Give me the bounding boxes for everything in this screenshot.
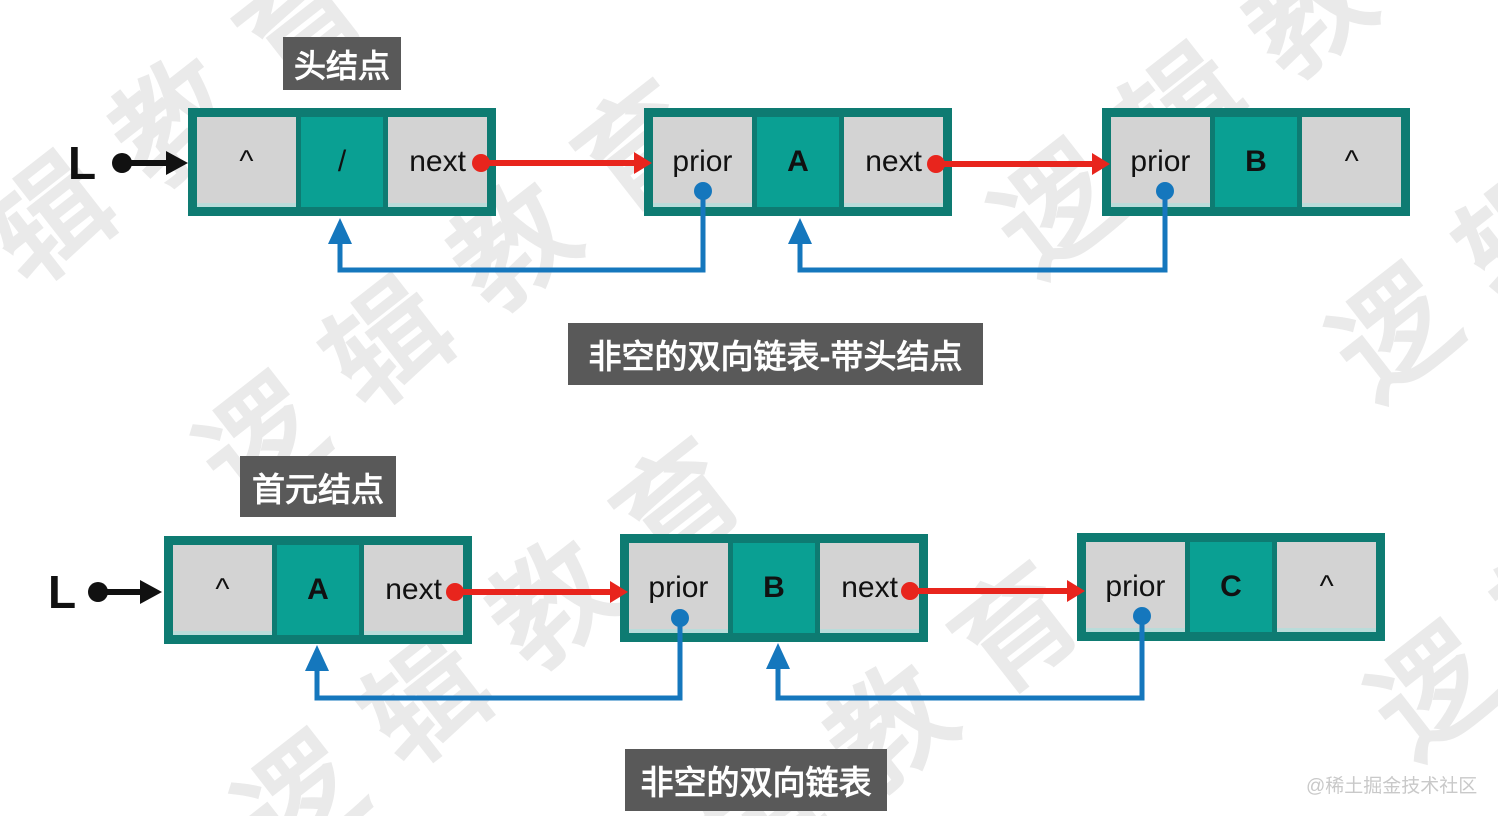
prior-null-cell: ^ bbox=[197, 117, 296, 207]
first-element-label: 首元结点 bbox=[240, 456, 396, 517]
caption-bottom: 非空的双向链表 bbox=[625, 749, 887, 811]
prior-pointer-cell: prior bbox=[1086, 542, 1185, 632]
data-cell-b: B bbox=[1214, 117, 1298, 207]
caption-top: 非空的双向链表-带头结点 bbox=[568, 323, 983, 385]
node-b: prior B ^ bbox=[1102, 108, 1410, 216]
data-cell-a: A bbox=[756, 117, 840, 207]
prior-null-cell: ^ bbox=[173, 545, 272, 635]
list-pointer-arrow-bottom bbox=[88, 580, 162, 604]
next-arrow-head-to-a bbox=[472, 152, 652, 174]
next-arrow-a-to-b bbox=[927, 153, 1110, 175]
prior-pointer-cell: prior bbox=[629, 543, 728, 633]
data-cell-b: B bbox=[732, 543, 816, 633]
head-node: ^ / next bbox=[188, 108, 496, 216]
next-pointer-cell: next bbox=[364, 545, 464, 635]
next-pointer-cell: next bbox=[820, 543, 920, 633]
next-arrow-a2-to-b2 bbox=[446, 581, 628, 603]
node-a: prior A next bbox=[644, 108, 952, 216]
list-pointer-arrow-top bbox=[112, 151, 188, 175]
next-pointer-cell: next bbox=[844, 117, 944, 207]
next-arrow-b2-to-c2 bbox=[901, 580, 1085, 602]
prior-pointer-cell: prior bbox=[1111, 117, 1210, 207]
node-a2: ^ A next bbox=[164, 536, 472, 644]
list-pointer-label-bottom: L bbox=[48, 566, 77, 618]
data-cell-empty: / bbox=[300, 117, 384, 207]
list-pointer-label-top: L bbox=[68, 137, 97, 189]
data-cell-c: C bbox=[1189, 542, 1273, 632]
next-null-cell: ^ bbox=[1277, 542, 1377, 632]
next-pointer-cell: next bbox=[388, 117, 488, 207]
community-credit: @稀土掘金技术社区 bbox=[1306, 776, 1478, 797]
head-node-label: 头结点 bbox=[283, 37, 401, 90]
node-b2: prior B next bbox=[620, 534, 928, 642]
prior-pointer-cell: prior bbox=[653, 117, 752, 207]
data-cell-a: A bbox=[276, 545, 360, 635]
node-c2: prior C ^ bbox=[1077, 533, 1385, 641]
next-null-cell: ^ bbox=[1302, 117, 1402, 207]
